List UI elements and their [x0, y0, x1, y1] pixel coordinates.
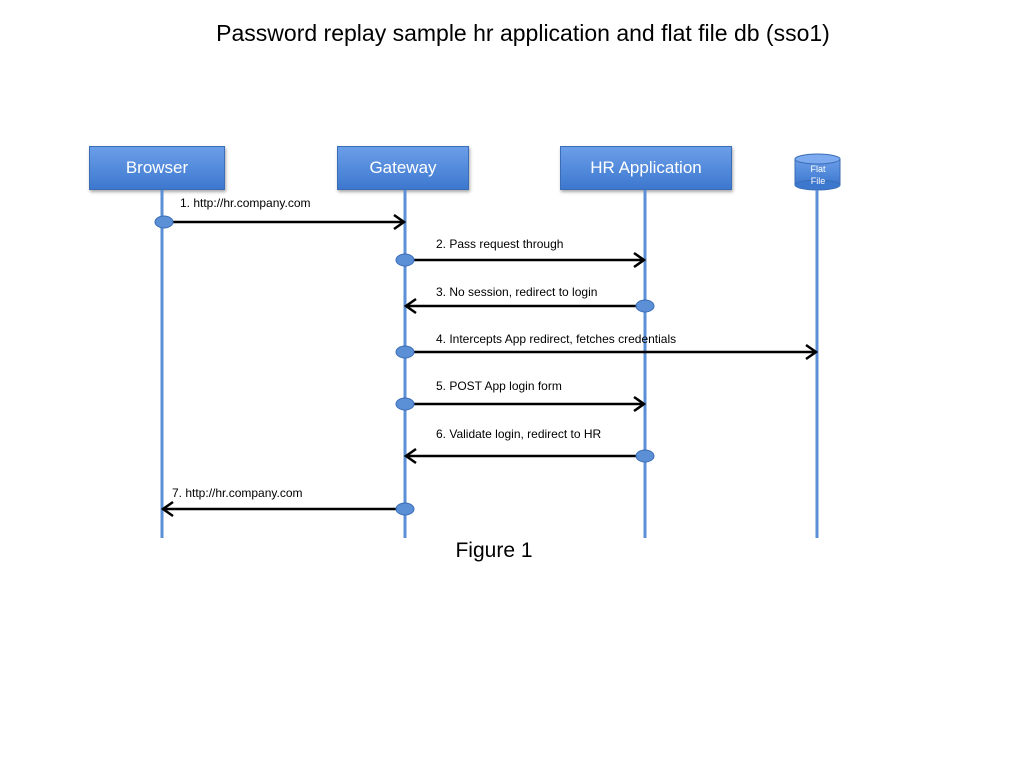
message-arrow-2 — [395, 251, 647, 269]
diagram-title: Password replay sample hr application an… — [216, 20, 830, 46]
message-arrow-3 — [403, 297, 655, 315]
participant-hr-application-label: HR Application — [590, 158, 702, 177]
message-arrow-5 — [395, 395, 647, 413]
flat-file-label-line1: Flat — [810, 164, 826, 174]
message-arrow-4 — [395, 343, 819, 361]
participant-browser-label: Browser — [125, 158, 189, 177]
figure-caption: Figure 1 — [455, 539, 533, 562]
message-arrow-6 — [403, 447, 655, 465]
participant-browser: Browser — [89, 146, 225, 190]
participant-hr-application: HR Application — [560, 146, 732, 190]
participant-gateway: Gateway — [337, 146, 469, 190]
participant-flat-file-label: Flat File — [796, 163, 840, 187]
participant-gateway-label: Gateway — [369, 158, 437, 177]
message-arrow-1 — [154, 213, 407, 231]
message-label-3: 3. No session, redirect to login — [436, 285, 598, 299]
message-label-6: 6. Validate login, redirect to HR — [436, 427, 602, 441]
participant-flat-file-cylinder — [794, 153, 841, 191]
message-label-1: 1. http://hr.company.com — [180, 196, 311, 210]
message-label-5: 5. POST App login form — [436, 379, 562, 393]
flat-file-label-line2: File — [810, 176, 826, 186]
message-label-2: 2. Pass request through — [436, 237, 564, 251]
message-arrow-7 — [160, 500, 415, 518]
message-label-4: 4. Intercepts App redirect, fetches cred… — [436, 332, 677, 346]
message-label-7: 7. http://hr.company.com — [172, 486, 303, 500]
